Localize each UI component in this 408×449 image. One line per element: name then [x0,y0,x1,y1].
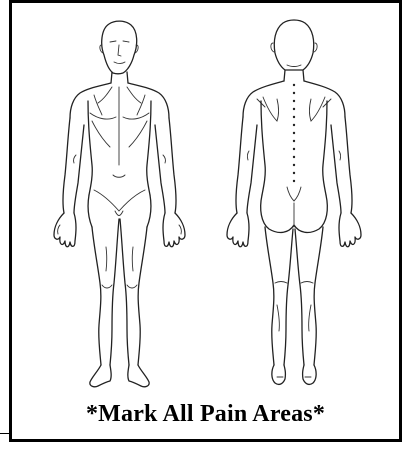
pain-diagram-frame: *Mark All Pain Areas* [9,0,402,442]
margin-line [0,433,9,434]
diagram-caption: *Mark All Pain Areas* [12,401,399,428]
human-body-front-icon[interactable] [32,15,202,395]
human-body-back-icon[interactable] [207,15,377,395]
